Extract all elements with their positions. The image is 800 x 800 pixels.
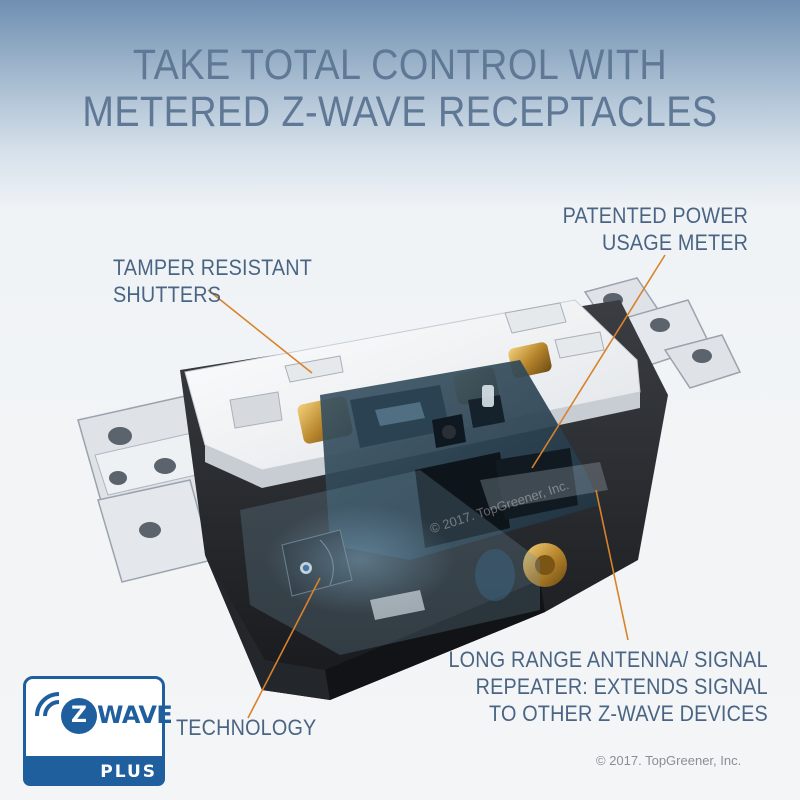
zwave-z-circle-icon [61, 698, 97, 734]
callout-antenna-line-2: REPEATER: EXTENDS SIGNAL [475, 674, 768, 699]
zwave-plus-bar [23, 756, 165, 786]
zwave-z-letter: Z [71, 703, 87, 728]
callout-meter-line-2: USAGE METER [601, 230, 748, 255]
callout-tamper-line-1: TAMPER RESISTANT [113, 255, 313, 280]
leader-meter [531, 254, 666, 469]
headline-line-1: TAKE TOTAL CONTROL WITH [132, 41, 668, 89]
zwave-plus-label: PLUS [100, 762, 157, 782]
callout-power-meter: PATENTED POWER USAGE METER [563, 202, 748, 256]
leader-technology [247, 577, 321, 719]
zwave-plus-logo: Z WAVE PLUS [23, 676, 173, 786]
translucent-module [240, 470, 540, 655]
callout-meter-line-1: PATENTED POWER [562, 203, 748, 228]
callout-long-range-antenna: LONG RANGE ANTENNA/ SIGNAL REPEATER: EXT… [449, 646, 768, 727]
leader-tamper [207, 289, 313, 374]
callout-antenna-line-1: LONG RANGE ANTENNA/ SIGNAL [448, 647, 768, 672]
callout-antenna-line-3: TO OTHER Z-WAVE DEVICES [489, 701, 768, 726]
headline-line-2: METERED Z-WAVE RECEPTACLES [82, 88, 718, 136]
leader-antenna [595, 489, 629, 641]
wireless-signal-icon [35, 692, 60, 717]
callout-tamper-line-2: SHUTTERS [113, 282, 222, 307]
right-mounting-strap [583, 277, 742, 389]
callout-tamper-resistant: TAMPER RESISTANT SHUTTERS [113, 254, 312, 308]
callout-leader-lines [207, 254, 666, 719]
zwave-wordmark: WAVE [97, 701, 173, 729]
callout-technology: TECHNOLOGY [176, 715, 317, 740]
copyright-notice: © 2017. TopGreener, Inc. [596, 753, 742, 768]
